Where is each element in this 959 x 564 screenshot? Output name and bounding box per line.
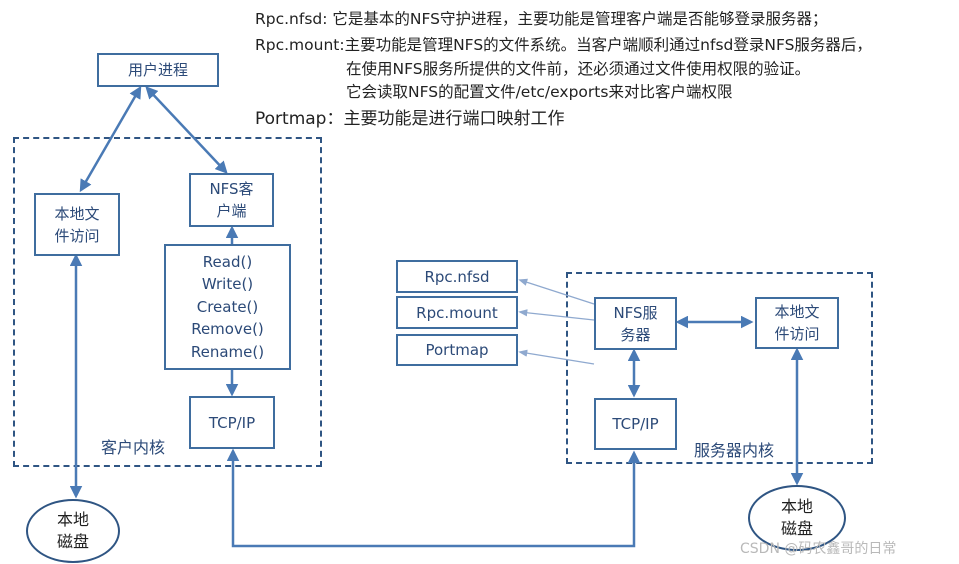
client-local-disk: 本地 磁盘 (26, 499, 120, 563)
rpc-nfsd-label: Rpc.nfsd (424, 267, 490, 286)
server-disk-label-line2: 磁盘 (780, 519, 813, 538)
watermark: CSDN @码农鑫哥的日常 (740, 541, 897, 557)
rpc-mount-label: Rpc.mount (416, 303, 498, 322)
rpc-mount-box: Rpc.mount (396, 296, 518, 329)
desc-portmap: Portmap：主要功能是进行端口映射工作 (255, 109, 565, 129)
server-local-disk: 本地 磁盘 (748, 485, 846, 551)
server-tcpip-box: TCP/IP (594, 398, 677, 450)
function-write: Write() (201, 275, 254, 294)
nfs-client-label-line2: 户端 (216, 202, 247, 220)
client-kernel-label: 客户内核 (101, 438, 166, 457)
client-local-access-box: 本地文 件访问 (34, 193, 120, 256)
desc-rpc-mount-line3: 它会读取NFS的配置文件/etc/exports来对比客户端权限 (346, 83, 733, 101)
function-read: Read() (202, 252, 253, 271)
desc-rpc-mount-line2: 在使用NFS服务所提供的文件前，还必须通过文件使用权限的验证。 (346, 60, 811, 78)
server-kernel-label: 服务器内核 (694, 441, 775, 460)
portmap-box: Portmap (396, 334, 518, 366)
nfs-server-box: NFS服 务器 (594, 297, 677, 350)
desc-rpc-nfsd: Rpc.nfsd: 它是基本的NFS守护进程，主要功能是管理客户端是否能够登录服… (255, 10, 828, 28)
server-tcpip-label: TCP/IP (612, 415, 659, 433)
function-remove: Remove() (191, 320, 264, 339)
desc-rpc-mount: Rpc.mount:主要功能是管理NFS的文件系统。当客户端顺利通过nfsd登录… (255, 36, 872, 54)
portmap-label: Portmap (425, 341, 489, 359)
server-kernel-region (566, 272, 873, 464)
nfs-client-box: NFS客 户端 (189, 173, 274, 227)
client-local-access-label-line2: 件访问 (54, 226, 100, 245)
user-process-box: 用户进程 (97, 53, 219, 87)
client-tcpip-box: TCP/IP (189, 396, 275, 449)
user-process-label: 用户进程 (127, 61, 188, 79)
nfs-server-label-line1: NFS服 (613, 303, 658, 322)
function-rename: Rename() (190, 342, 265, 361)
nfs-client-label-line1: NFS客 (209, 180, 254, 198)
function-create: Create() (196, 297, 259, 316)
server-local-access-box: 本地文 件访问 (755, 297, 839, 349)
rpc-nfsd-box: Rpc.nfsd (396, 260, 518, 293)
client-tcpip-label: TCP/IP (208, 413, 256, 432)
client-disk-label-line2: 磁盘 (56, 532, 89, 551)
server-disk-label-line1: 本地 (780, 497, 813, 516)
client-functions-box: Read() Write() Create() Remove() Rename(… (164, 244, 291, 370)
server-local-access-label-line1: 本地文 (774, 303, 820, 321)
client-local-access-label-line1: 本地文 (54, 204, 100, 223)
server-local-access-label-line2: 件访问 (774, 325, 820, 343)
client-disk-label-line1: 本地 (56, 510, 89, 529)
nfs-server-label-line2: 务器 (620, 325, 651, 344)
